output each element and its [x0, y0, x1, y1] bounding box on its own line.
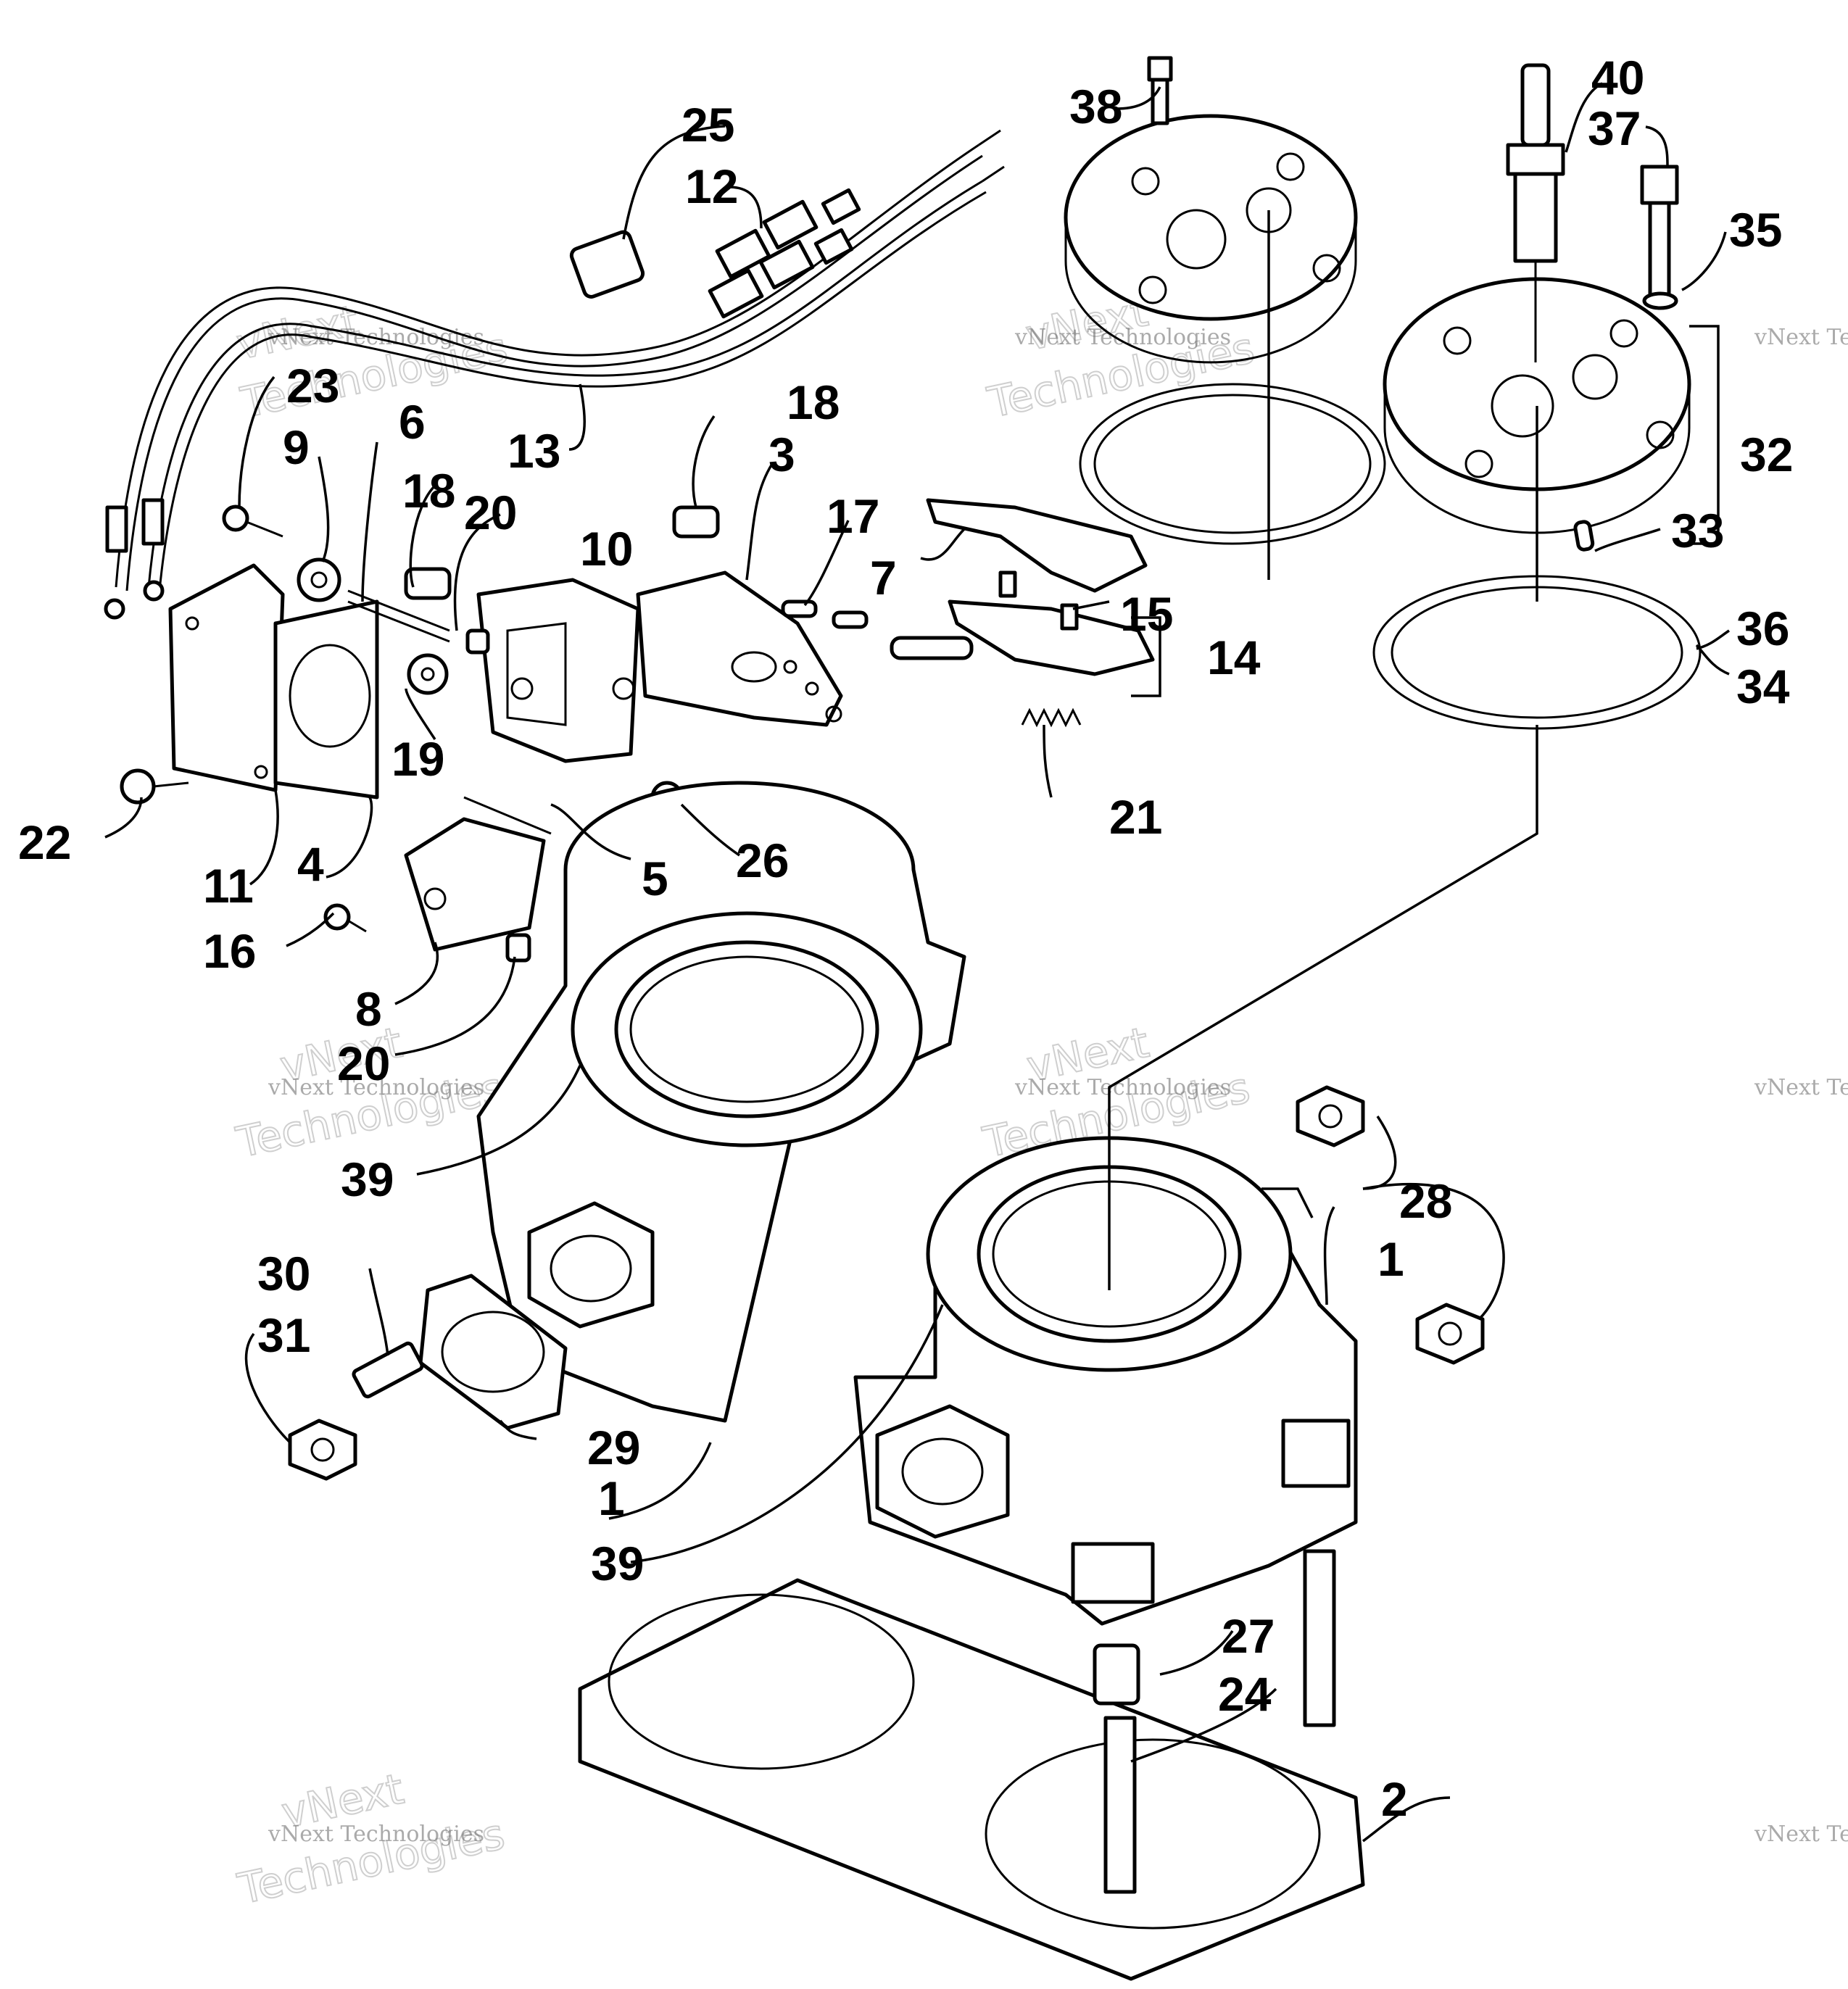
callout-4: 4 [297, 837, 324, 891]
callout-2: 2 [1381, 1772, 1408, 1826]
watermark-small-3: vNext Technologies [268, 1075, 484, 1100]
callout-7: 7 [870, 551, 897, 605]
callout-11: 11 [203, 859, 254, 913]
callout-1-left: 1 [598, 1471, 625, 1525]
watermark-small-2: vNext Technologies [1014, 325, 1231, 350]
callout-1-right: 1 [1377, 1232, 1404, 1286]
callout-40: 40 [1591, 51, 1644, 104]
callout-3: 3 [768, 428, 795, 481]
cable-clip [569, 230, 645, 299]
callout-16: 16 [203, 924, 256, 978]
callout-27: 27 [1222, 1609, 1275, 1663]
watermark-small-7: vNext Technologies [1754, 325, 1848, 350]
cylinder-heads [1064, 114, 1691, 534]
callout-14: 14 [1207, 631, 1261, 684]
callout-32: 32 [1740, 428, 1793, 481]
callout-28: 28 [1399, 1174, 1452, 1228]
callout-38: 38 [1069, 80, 1122, 133]
pump-assembly [120, 498, 1155, 963]
callout-22: 22 [18, 815, 71, 869]
callout-39-bottom: 39 [591, 1537, 644, 1590]
callout-29: 29 [587, 1421, 640, 1474]
callout-12: 12 [685, 159, 738, 213]
callout-23: 23 [286, 359, 339, 412]
watermark-small-9: vNext Technologies [1754, 1822, 1848, 1847]
callout-13: 13 [507, 424, 560, 478]
watermark-small-8: vNext Technologies [1754, 1075, 1848, 1100]
plug-and-bolts [1147, 56, 1679, 552]
callout-36: 36 [1736, 602, 1789, 655]
callout-31: 31 [257, 1308, 310, 1362]
base-gasket [578, 1578, 1365, 1981]
callout-35: 35 [1729, 203, 1782, 257]
nuts-studs-dowel [1093, 1085, 1485, 1894]
callout-25: 25 [681, 98, 734, 151]
cylinders [476, 781, 1358, 1626]
callout-20-top: 20 [464, 486, 517, 539]
watermark-small-5: vNext Technologies [268, 1822, 484, 1847]
callout-9: 9 [283, 420, 310, 474]
callout-26: 26 [736, 834, 789, 887]
callout-18-top: 18 [787, 375, 840, 429]
callout-24: 24 [1218, 1667, 1272, 1721]
callout-labels: 1 1 2 3 4 5 6 7 8 9 10 11 12 13 14 15 16… [18, 51, 1793, 1826]
callout-10: 10 [580, 522, 633, 576]
callout-6: 6 [399, 395, 426, 449]
callout-15: 15 [1120, 587, 1173, 641]
exhaust-hardware [288, 1274, 568, 1481]
callout-8: 8 [355, 982, 382, 1036]
throttle-cables [104, 129, 1005, 620]
callout-18-left: 18 [402, 464, 455, 518]
callout-20-bottom: 20 [337, 1037, 390, 1090]
callout-39-left: 39 [341, 1153, 394, 1206]
callout-17: 17 [826, 489, 879, 543]
callout-34: 34 [1736, 660, 1790, 713]
callout-33: 33 [1671, 504, 1724, 557]
callout-21: 21 [1109, 790, 1162, 844]
callout-5: 5 [642, 852, 668, 905]
callout-30: 30 [257, 1247, 310, 1300]
leader-lines [104, 82, 1730, 1843]
callout-37: 37 [1588, 101, 1641, 155]
callout-19: 19 [391, 732, 444, 786]
